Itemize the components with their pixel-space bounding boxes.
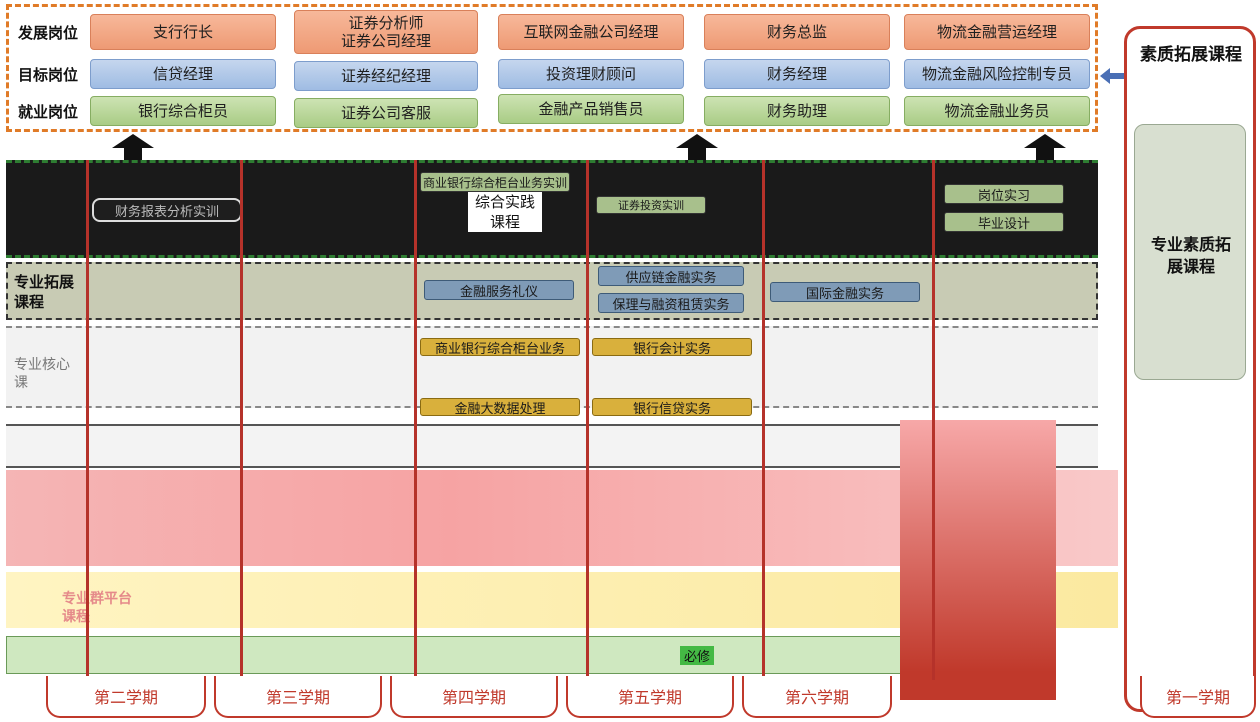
semester-label: 第三学期: [214, 676, 382, 718]
development-post: 证券分析师 证券公司经理: [294, 10, 478, 54]
up-arrow-icon: [676, 134, 718, 160]
extension-label: 专业拓展课程: [14, 273, 75, 311]
core-course: 商业银行综合柜台业务: [420, 338, 580, 357]
semester-divider: [414, 160, 417, 680]
row-label-target: 目标岗位: [18, 66, 79, 84]
employment-post: 金融产品销售员: [498, 94, 684, 124]
semester-divider: [240, 160, 243, 680]
target-post: 物流金融风险控制专员: [904, 59, 1090, 89]
employment-post: 银行综合柜员: [90, 96, 276, 126]
target-post: 财务经理: [704, 59, 890, 89]
core-course: 金融大数据处理: [420, 398, 580, 417]
core-course: 银行信贷实务: [592, 398, 752, 417]
development-post: 互联网金融公司经理: [498, 14, 684, 50]
development-post: 物流金融营运经理: [904, 14, 1090, 50]
up-arrow-icon: [1024, 134, 1066, 160]
semester-divider: [86, 160, 89, 680]
semester-label: 第五学期: [566, 676, 734, 718]
extension-course: 金融服务礼仪: [424, 280, 574, 300]
core-label: 专业核心课: [14, 357, 70, 391]
post-frame: [6, 4, 1098, 132]
semester-divider: [932, 160, 935, 680]
extension-course: 保理与融资租赁实务: [598, 293, 744, 313]
employment-post: 证券公司客服: [294, 98, 478, 128]
comprehensive-item: 财务报表分析实训: [92, 198, 242, 222]
employment-post: 物流金融业务员: [904, 96, 1090, 126]
target-post: 投资理财顾问: [498, 59, 684, 89]
row-label-development: 发展岗位: [18, 24, 79, 42]
core-course: 银行会计实务: [592, 338, 752, 357]
semester-divider: [762, 160, 765, 680]
semester-label: 第四学期: [390, 676, 558, 718]
comprehensive-item: 证券投资实训: [596, 196, 706, 214]
semester-label: 第二学期: [46, 676, 206, 718]
up-arrow-icon: [112, 134, 154, 160]
comprehensive-item: 岗位实习: [944, 184, 1064, 204]
platform-band-bottom: [6, 636, 918, 674]
employment-post: 财务助理: [704, 96, 890, 126]
development-post: 支行行长: [90, 14, 276, 50]
comprehensive-label: 综合实践课程: [468, 192, 542, 232]
quality-panel-title: 素质拓展课程: [1140, 45, 1242, 65]
semester-label: 第一学期: [1140, 676, 1256, 718]
quality-panel-inner: [1134, 124, 1246, 380]
semester-label: 第六学期: [742, 676, 892, 718]
required-label: 必修: [680, 646, 715, 665]
extension-course: 供应链金融实务: [598, 266, 744, 286]
comprehensive-item: 毕业设计: [944, 212, 1064, 232]
semester-divider: [586, 160, 589, 680]
comprehensive-item: 商业银行综合柜台业务实训: [420, 172, 570, 192]
extension-course: 国际金融实务: [770, 282, 920, 302]
red-column: [900, 420, 1056, 700]
target-post: 信贷经理: [90, 59, 276, 89]
row-label-employment: 就业岗位: [18, 103, 79, 121]
left-arrow-icon: [1100, 68, 1126, 84]
quality-panel-course-label: 专业素质拓展课程: [1150, 235, 1231, 276]
platform-label: 专业群平台课程: [62, 591, 132, 625]
target-post: 证券经纪经理: [294, 61, 478, 91]
development-post: 财务总监: [704, 14, 890, 50]
